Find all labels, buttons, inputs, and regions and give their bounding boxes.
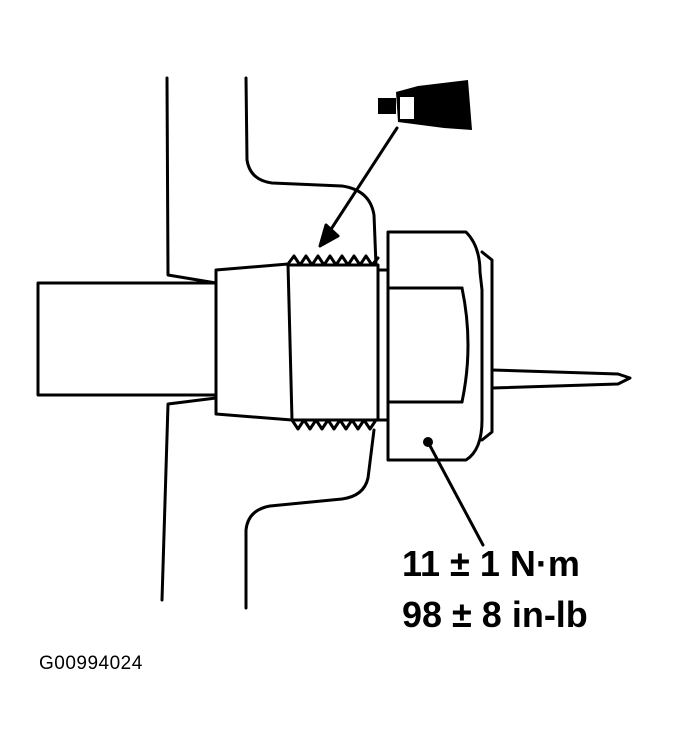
thread-teeth-bottom — [290, 418, 378, 431]
terminal-probe — [490, 368, 632, 390]
torque-spec-metric: 11 ± 1 N·m — [402, 543, 580, 584]
sensor-hex-body — [214, 262, 294, 422]
torque-spec-imperial: 98 ± 8 in-lb — [402, 594, 588, 635]
nut-face-curve — [460, 286, 470, 404]
housing-boss-upper — [244, 76, 378, 267]
housing-left-wall-lower — [160, 396, 218, 602]
torque-target-dot — [423, 437, 433, 447]
figure-id: G00994024 — [39, 653, 143, 674]
connector-body — [36, 281, 218, 397]
thread-teeth-top — [286, 254, 380, 267]
lock-nut — [386, 230, 484, 462]
threaded-section — [286, 263, 380, 422]
housing-left-wall-upper — [165, 76, 218, 285]
sealant-tube-icon — [378, 80, 472, 130]
torque-leader-line — [426, 440, 485, 547]
sealant-leader-line — [322, 126, 399, 242]
flange-washer — [480, 250, 494, 442]
sealant-leader-arrow — [318, 223, 340, 248]
housing-boss-lower — [244, 428, 376, 610]
